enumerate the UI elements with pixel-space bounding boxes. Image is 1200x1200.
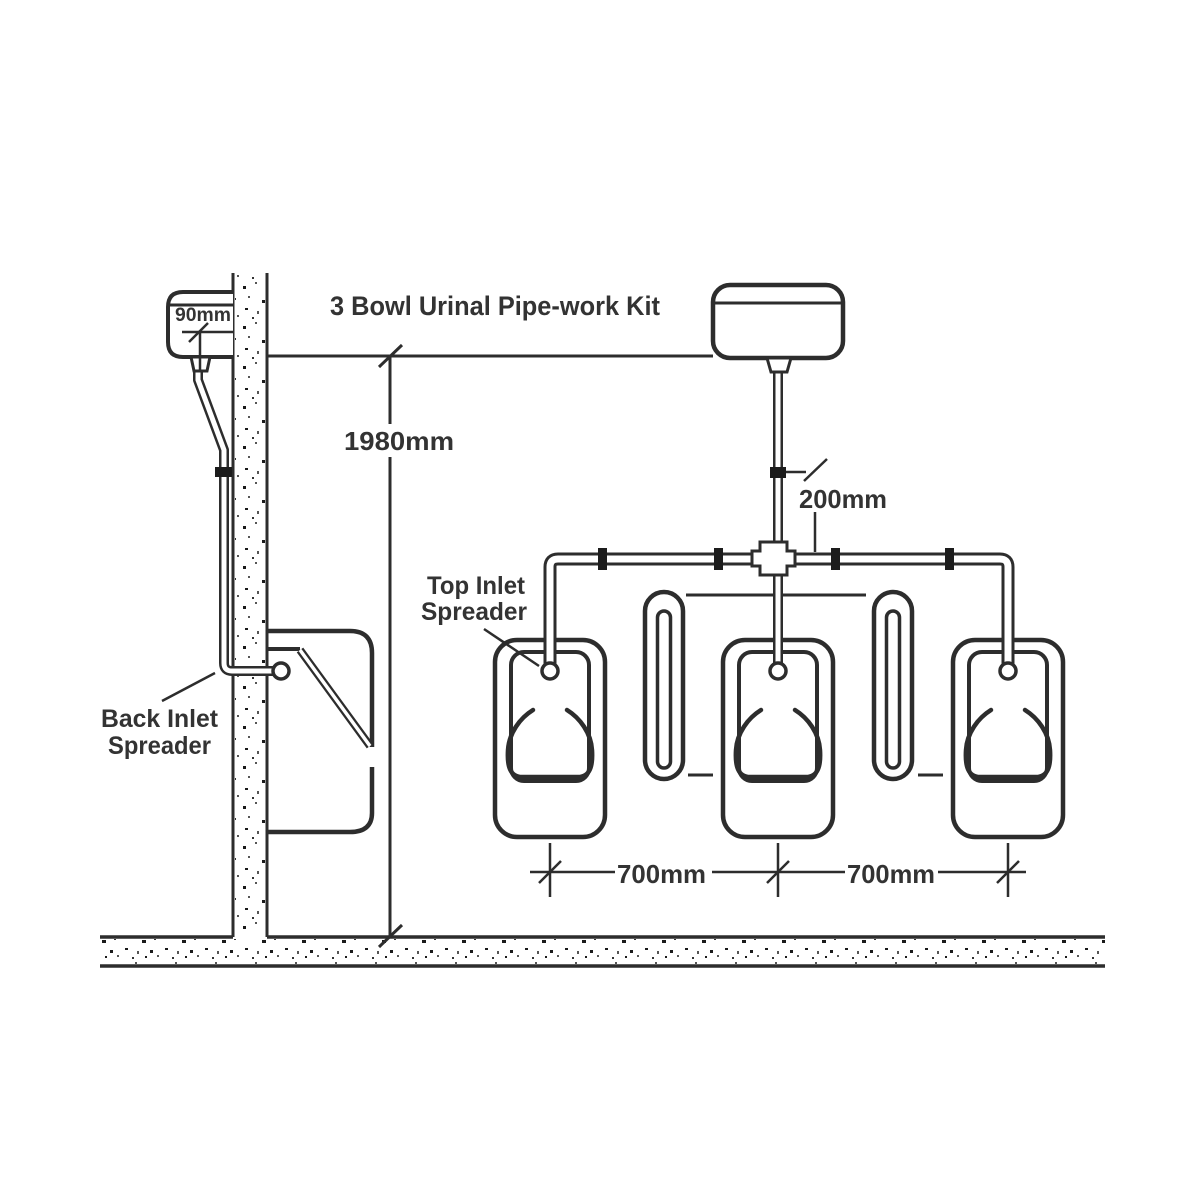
- back-inlet-spreader-nozzle: [271, 661, 291, 681]
- dim-700-verticals: [548, 843, 1010, 897]
- side-urinal-body-lower: [267, 767, 375, 835]
- texts: 3 Bowl Urinal Pipe-work Kit 90mm 1980mm …: [101, 291, 935, 889]
- side-urinal-inner-slope-core: [298, 648, 372, 748]
- dimension-graphics: [161, 322, 1026, 949]
- dim-1980-label: 1980mm: [344, 426, 454, 456]
- dim-200-line: [786, 470, 817, 552]
- floor-stipple: [100, 939, 1105, 964]
- bowl-drain-arch: [505, 707, 595, 780]
- diagram-title: 3 Bowl Urinal Pipe-work Kit: [330, 291, 660, 321]
- bowl-drain-arch: [963, 707, 1053, 780]
- pipe-clip: [714, 548, 723, 570]
- back-inlet-leader-line: [161, 671, 216, 703]
- pipe-clips: [215, 467, 954, 570]
- divider-right: [871, 589, 915, 782]
- bowl-drain-arch: [733, 707, 823, 780]
- side-urinal-rim-outer: [267, 628, 375, 747]
- top-inlet-spreader-nozzle-right: [998, 661, 1018, 681]
- top-inlet-leader-line: [483, 627, 540, 668]
- pipework: [193, 368, 1015, 676]
- front-cistern: [710, 282, 846, 361]
- top-inlet-label-line2: Spreader: [421, 598, 527, 626]
- wall-lines: [231, 273, 269, 937]
- side-flush-pipe-core: [195, 371, 279, 674]
- dim-1980-tick-bottom: [377, 923, 404, 949]
- cross-tee-fitting: [750, 540, 797, 577]
- front-cistern-outlet: [765, 356, 793, 374]
- side-view: [166, 290, 375, 835]
- pipe-clip: [598, 548, 607, 570]
- spreaders: [271, 661, 1018, 681]
- dim-1980-tick-top: [377, 343, 404, 369]
- top-inlet-spreader-nozzle-center: [768, 661, 788, 681]
- pipe-clip: [215, 467, 232, 477]
- dim-90-label: 90mm: [175, 305, 231, 326]
- top-inlet-spreader-nozzle-left: [540, 661, 560, 681]
- dim-90-tick: [188, 322, 209, 343]
- back-inlet-label-line1: Back Inlet: [101, 705, 219, 733]
- dim-200-tick: [803, 458, 828, 482]
- pipe-clip: [770, 467, 786, 478]
- pipe-clip: [945, 548, 954, 570]
- fittings: [189, 355, 1018, 681]
- wall-stipple: [235, 275, 265, 935]
- back-inlet-label-line2: Spreader: [108, 732, 211, 760]
- dim-700-left-label: 700mm: [617, 859, 706, 889]
- structure: [100, 273, 1105, 968]
- dim-200-label: 200mm: [799, 484, 887, 514]
- side-cistern: [166, 290, 233, 359]
- divider-left: [642, 589, 686, 782]
- urinal-bowl-center: [720, 637, 836, 840]
- dim-700-ticks: [538, 860, 1020, 884]
- top-inlet-label-line1: Top Inlet: [427, 572, 526, 600]
- front-view: [492, 282, 1066, 840]
- pipe-clip: [831, 548, 840, 570]
- dim-700-right-label: 700mm: [847, 859, 935, 889]
- dim-90-line: [182, 330, 233, 370]
- urinal-bowl-left: [492, 637, 608, 840]
